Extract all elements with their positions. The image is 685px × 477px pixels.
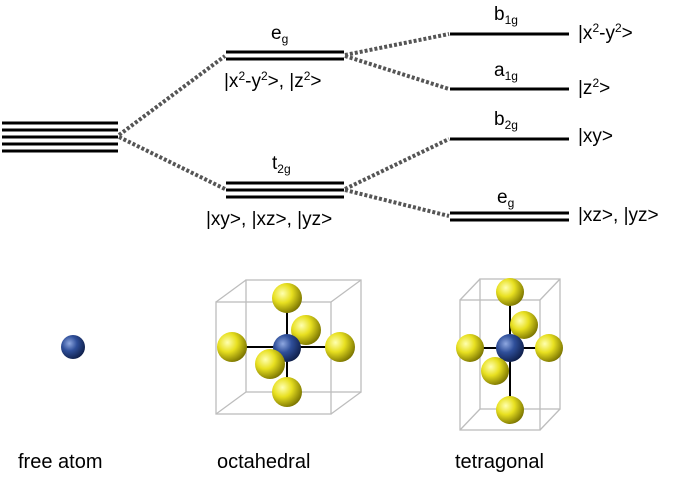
ligand-sphere — [496, 278, 524, 306]
label-a1g: a1g — [494, 60, 518, 83]
ligand-sphere — [325, 332, 355, 362]
ligand-sphere — [496, 396, 524, 424]
label-b2g: b2g — [494, 109, 518, 132]
ligand-sphere — [217, 332, 247, 362]
ligand-sphere — [272, 377, 302, 407]
label-b1g: b1g — [494, 4, 518, 27]
orbitals-eg-tetragonal: |xz>, |yz> — [578, 205, 659, 226]
label-eg-octahedral: eg — [271, 23, 289, 46]
octahedral-t2g-levels — [226, 181, 344, 199]
label-t2g-octahedral: t2g — [272, 153, 291, 176]
ligand-sphere — [535, 334, 563, 362]
ligand-sphere — [456, 334, 484, 362]
caption-free-atom: free atom — [18, 451, 103, 473]
orbitals-a1g: |z2> — [578, 76, 611, 99]
connectors — [117, 32, 450, 218]
ligand-sphere — [272, 283, 302, 313]
octahedral-complex — [215, 279, 362, 415]
ligand-sphere — [510, 311, 538, 339]
orbitals-eg-octahedral: |x2-y2>, |z2> — [224, 69, 322, 92]
free-atom-sphere — [61, 335, 85, 359]
orbitals-t2g-octahedral: |xy>, |xz>, |yz> — [206, 209, 333, 230]
orbitals-b1g: |x2-y2> — [578, 21, 633, 44]
free-atom-levels — [2, 121, 118, 153]
ligand-sphere — [481, 357, 509, 385]
caption-octahedral: octahedral — [217, 451, 311, 473]
ligand-sphere — [255, 349, 285, 379]
label-eg-tetragonal: eg — [497, 187, 515, 210]
octahedral-eg-levels — [226, 50, 344, 61]
tetragonal-complex — [456, 278, 563, 431]
caption-tetragonal: tetragonal — [455, 451, 544, 473]
ligand-sphere — [291, 315, 321, 345]
metal-sphere — [496, 334, 524, 362]
orbitals-b2g: |xy> — [578, 126, 614, 147]
tetragonal-levels — [450, 32, 569, 222]
